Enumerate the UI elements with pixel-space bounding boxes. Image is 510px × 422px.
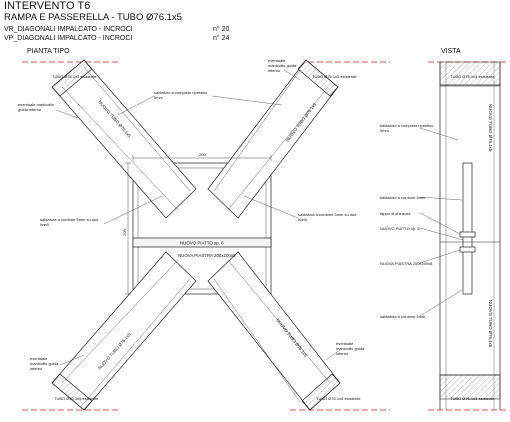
view-weld-bead-note-bottom: saldatura a cordone 5mm xyxy=(380,314,426,319)
plan-dimensions xyxy=(125,155,272,295)
item-line-2: VP_DIAGONALI IMPALCATO - INCROCI xyxy=(4,35,133,42)
plan-sleeve-note-right-bottom: eventuale manicotto guida interno xyxy=(336,342,364,356)
view-new-tube-label-top: NUOVO TUBO Ø76.1x5 xyxy=(488,104,493,152)
plan-dim-width: 200 xyxy=(199,152,206,157)
drawing-subtitle: RAMPA E PASSERELLA - TUBO Ø76.1x5 xyxy=(4,12,182,23)
central-plate xyxy=(132,162,272,295)
plan-sleeve-note-right-top: eventuale manicotto guida interno xyxy=(268,59,296,73)
view-weld-full-note: saldatura a completo ripristino 5mm xyxy=(380,124,433,133)
view-tube-existing-top: TUBO Ø76.1x5 esistente xyxy=(450,74,495,79)
plan-dim-height: 200 xyxy=(122,229,127,236)
plan-tube-existing-bl: TUBO Ø76.1x5 esistente xyxy=(54,396,99,401)
plan-cut-lines xyxy=(22,61,390,411)
view-new-tube-label-bottom: NUOVO TUBO Ø76.1x5 xyxy=(488,300,493,348)
plan-leader-lines xyxy=(55,69,341,366)
plan-tube-existing-tl: TUBO Ø76.1x5 esistente xyxy=(52,74,97,79)
view-base-plate-note: NUOVA PIASTRA 200x200x8 xyxy=(380,261,433,266)
view-central-plate xyxy=(440,162,500,295)
tube-upper-right xyxy=(207,59,339,219)
view-tube-existing-bottom: TUBO Ø76.1x5 esistente xyxy=(450,396,495,401)
view-plate-note: NUOVO PIATTO sp. 8 xyxy=(380,226,420,231)
view-tube-body xyxy=(439,62,501,410)
plan-sleeve-note-left-bottom: eventuale manicotto guida interno xyxy=(30,357,58,371)
item-line-2-count: n° 24 xyxy=(213,35,230,42)
view-section-title: VISTA xyxy=(441,48,461,55)
plan-sleeve-note-left-top: eventuale manicotto guida interno xyxy=(18,103,54,112)
plan-base-plate-label: NUOVA PIASTRA 200x200x8 xyxy=(178,253,236,258)
plan-weld-bead-note-left: saldatura a cordone 5mm su due livelli xyxy=(40,218,98,227)
view-leader-lines xyxy=(419,127,464,317)
drawing-title: INTERVENTO T6 xyxy=(4,0,91,12)
view-cap-note: tappo di chiusura xyxy=(380,211,411,216)
plan-tube-existing-tr: TUBO Ø76.1x5 esistente xyxy=(312,74,357,79)
tube-lower-right xyxy=(207,251,341,411)
view-existing-tube-top xyxy=(439,61,501,87)
tube-upper-left xyxy=(51,59,197,219)
tube-lower-left xyxy=(51,251,197,411)
view-weld-bead-note-top: saldatura a cordone 5mm xyxy=(380,195,426,200)
plan-plate-label: NUOVO PIATTO sp. 8 xyxy=(180,241,224,246)
plan-section-title: PIANTA TIPO xyxy=(27,48,70,55)
item-line-1-count: n° 20 xyxy=(213,26,230,33)
item-line-1: VR_DIAGONALI IMPALCATO - INCROCI xyxy=(4,26,133,33)
plan-weld-full-note: saldatura a completo ripristino 5mm xyxy=(154,91,207,100)
plan-tube-existing-br: TUBO Ø76.1x5 esistente xyxy=(316,396,361,401)
view-existing-tube-bottom xyxy=(439,374,501,400)
plan-weld-bead-note-right: saldatura a cordone 5mm su due livelli xyxy=(298,213,356,222)
